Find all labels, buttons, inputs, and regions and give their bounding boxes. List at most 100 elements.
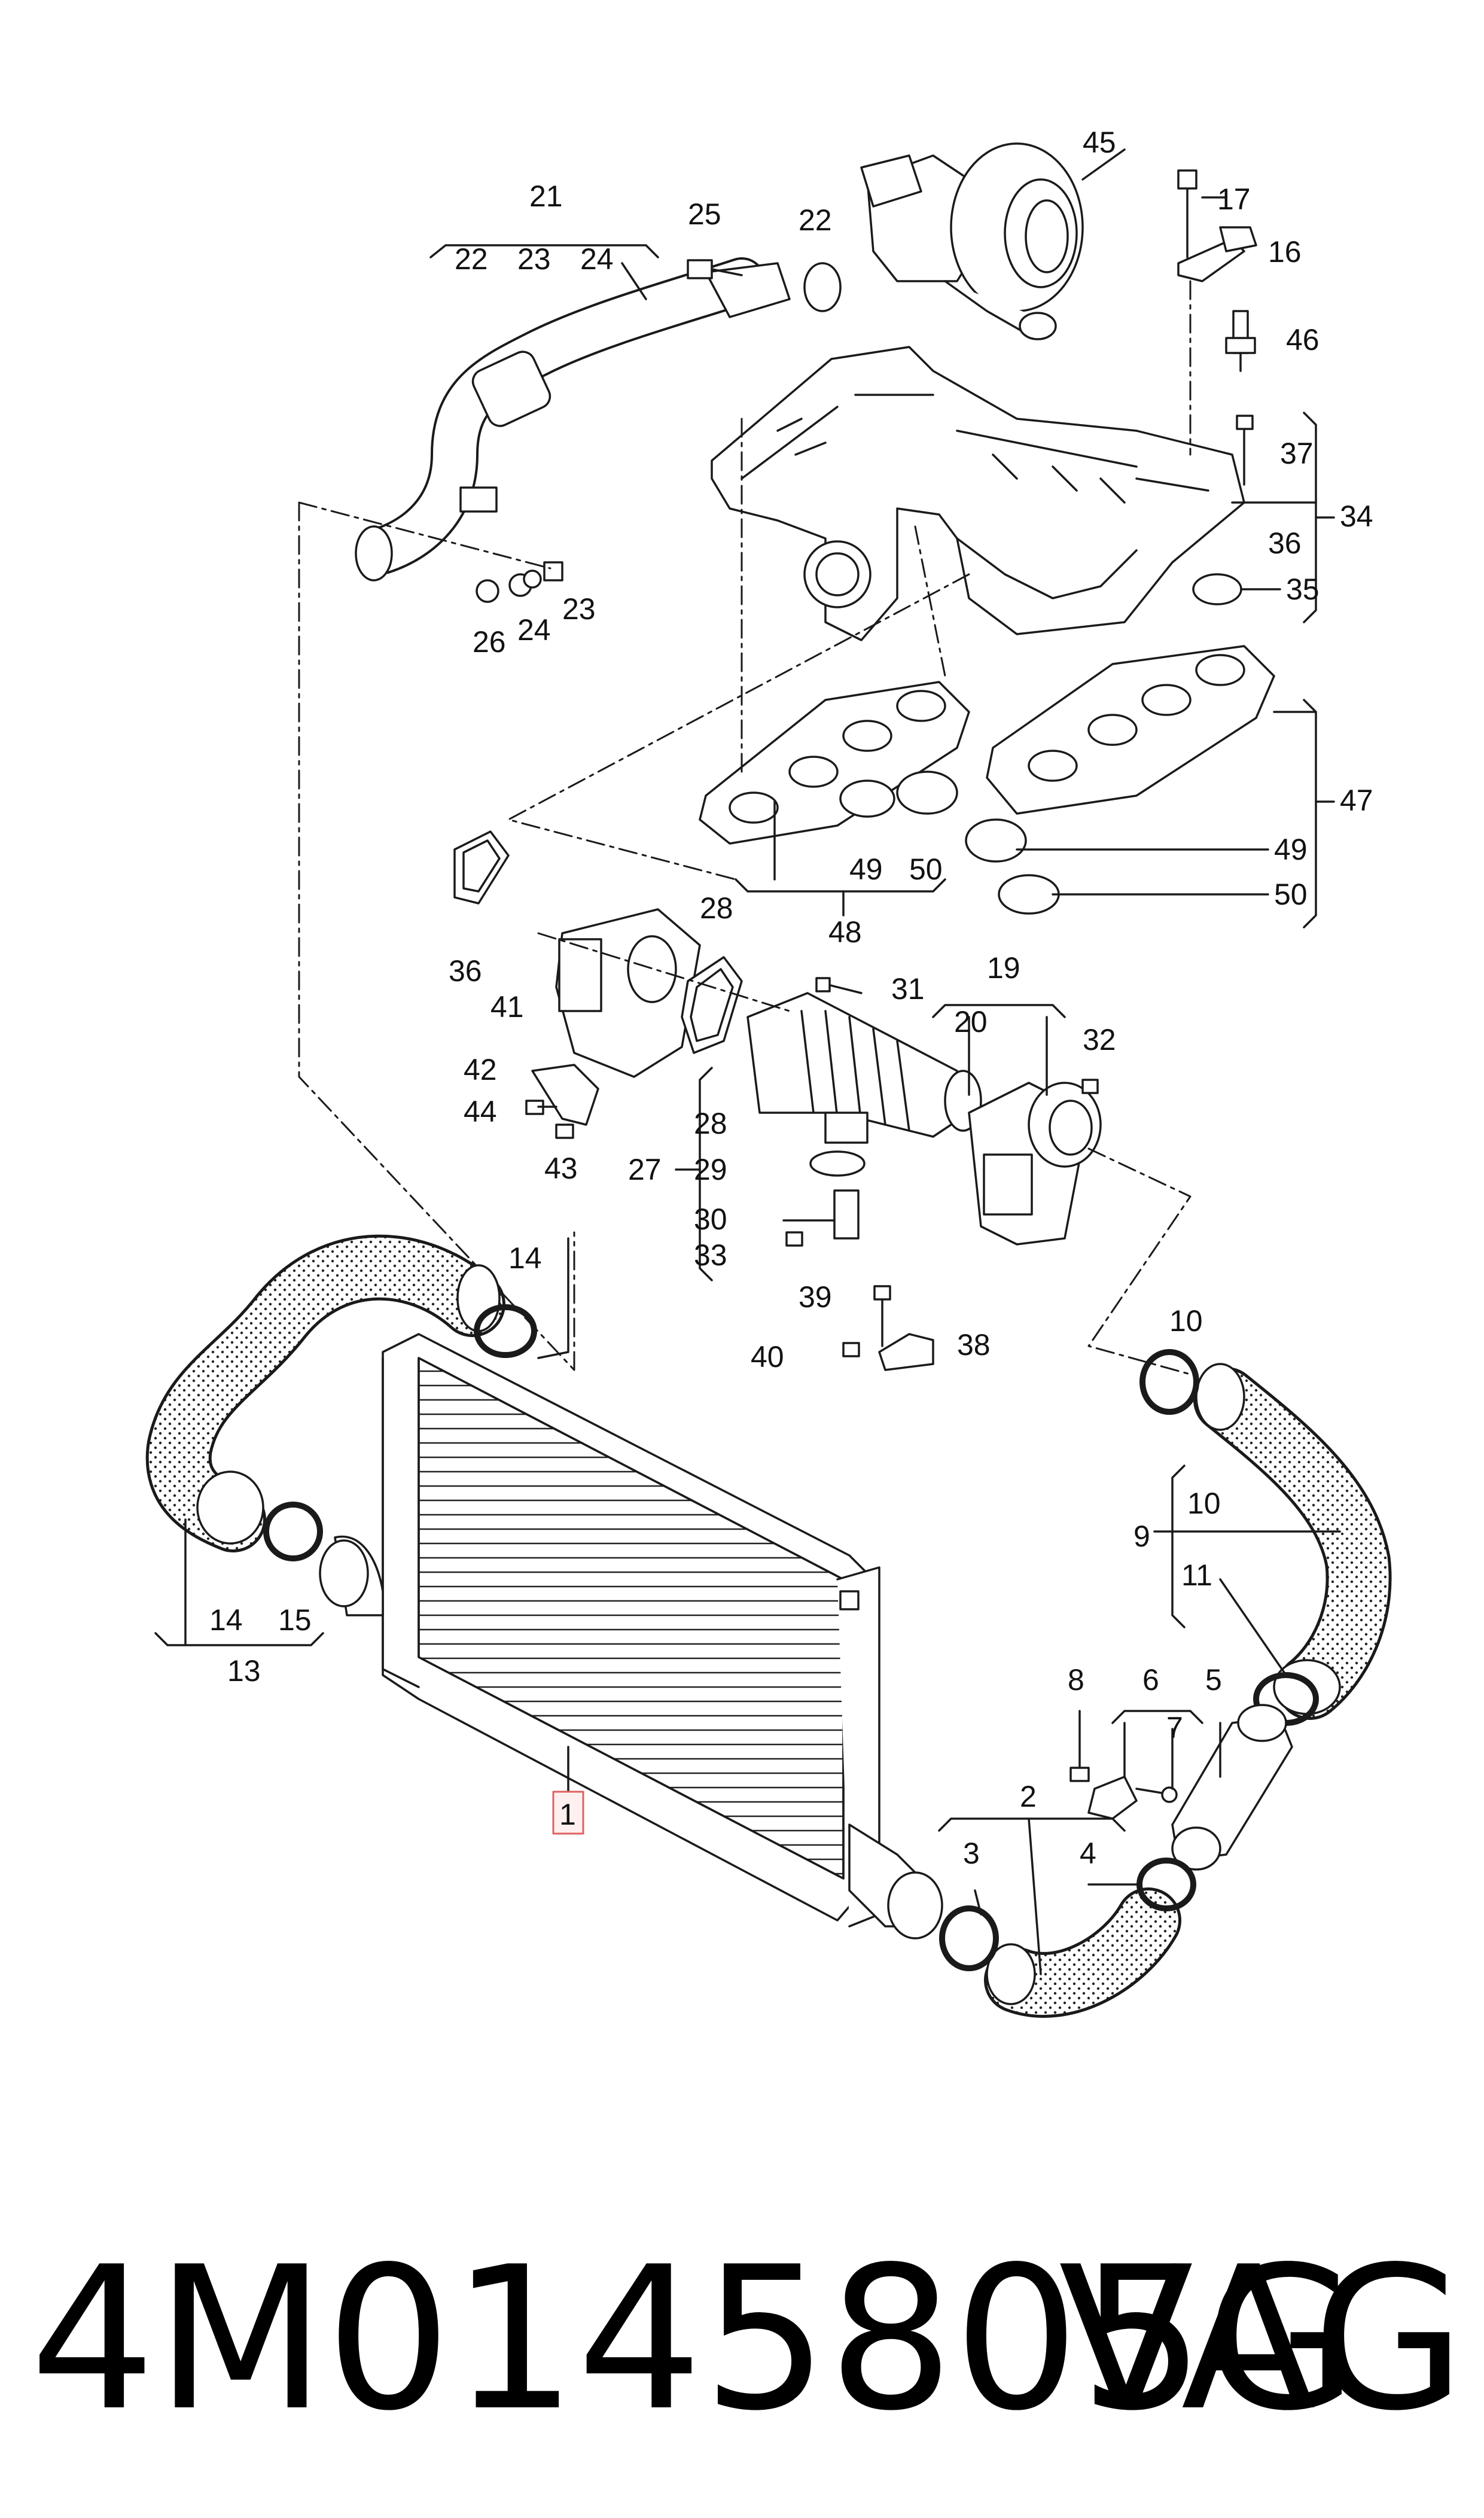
- callout-1: 1: [559, 1798, 576, 1831]
- callout-27: 27: [628, 1153, 662, 1186]
- seal-49-right: [965, 818, 1027, 863]
- manifold-gasket-47: [986, 645, 1275, 815]
- callout-32: 32: [1083, 1023, 1116, 1056]
- callout-2: 2: [1020, 1780, 1037, 1813]
- bolts-44-43: [525, 1100, 574, 1139]
- bolt-32: [1081, 1079, 1099, 1094]
- callout-8: 8: [1068, 1663, 1084, 1697]
- bolt-40: [842, 1342, 860, 1357]
- callout-43: 43: [544, 1152, 578, 1185]
- callout-13: 13: [227, 1654, 261, 1688]
- throttle-housing-41: [555, 908, 701, 1078]
- callout-25: 25: [688, 197, 721, 231]
- bolt-39: [873, 1285, 891, 1347]
- callout-7: 7: [1166, 1711, 1183, 1744]
- callout-24: 24: [517, 613, 551, 647]
- callout-50-left: 50: [909, 852, 943, 886]
- callout-10-top: 10: [1169, 1304, 1203, 1338]
- upper-charge-hose: [355, 257, 791, 581]
- seal-35: [1192, 573, 1242, 605]
- callout-22-group: 22: [455, 242, 488, 276]
- sensor-30: [782, 1189, 860, 1240]
- charge-hose-2: [984, 1887, 1181, 2018]
- callout-38: 38: [957, 1328, 991, 1362]
- gasket-36: [453, 830, 510, 905]
- part-number-text: 4M0145805G: [30, 2224, 1358, 2454]
- callout-33: 33: [694, 1238, 727, 1272]
- gasket-22: [803, 262, 842, 312]
- seal-50-right: [998, 874, 1060, 915]
- bracket-42: [531, 1064, 599, 1126]
- clamp-10-upper: [1139, 1349, 1199, 1415]
- callout-23-group: 23: [517, 242, 551, 276]
- callout-48: 48: [828, 915, 862, 949]
- throttle-valve-19: [968, 1082, 1102, 1246]
- callout-35: 35: [1286, 573, 1320, 606]
- callout-28-top: 28: [700, 891, 733, 925]
- callout-20: 20: [954, 1005, 988, 1039]
- callout-6: 6: [1142, 1663, 1159, 1697]
- bolt-25: [687, 259, 743, 279]
- bracket-38: [878, 1333, 934, 1371]
- bolt-33: [785, 1231, 803, 1247]
- clamp-14-upper: [474, 1304, 537, 1358]
- callout-22: 22: [799, 203, 832, 237]
- callout-42: 42: [464, 1053, 497, 1086]
- callout-39: 39: [799, 1280, 832, 1314]
- callout-45: 45: [1083, 126, 1116, 159]
- turbocharger: [860, 142, 1126, 340]
- bolt-31: [815, 977, 863, 994]
- callout-21: 21: [529, 179, 563, 213]
- clamp-3: [939, 1905, 999, 1971]
- bolt-8: [1069, 1710, 1090, 1782]
- callout-14-top: 14: [508, 1241, 542, 1275]
- seal-29: [809, 1150, 866, 1177]
- callout-19: 19: [987, 951, 1020, 985]
- bracket-16-bolt-17: [1177, 169, 1257, 282]
- sensor-6: [1087, 1776, 1178, 1820]
- manifold-gasket-48: [699, 681, 970, 845]
- callout-49-right: 49: [1274, 833, 1308, 866]
- callout-24-group: 24: [580, 242, 614, 276]
- callout-31: 31: [891, 972, 925, 1006]
- callout-11: 11: [1181, 1558, 1212, 1592]
- callout-40: 40: [751, 1340, 784, 1374]
- pipe-5: [1171, 1704, 1293, 1871]
- callout-46: 46: [1286, 323, 1320, 357]
- bolt-37: [1236, 415, 1254, 486]
- part-number-caption: 4M0145805G VAG: [30, 2213, 1465, 2465]
- callout-28: 28: [694, 1107, 727, 1140]
- exploded-parts-diagram: 45 17 16 46 37 36 34 35 47 49 50 49 50 4…: [145, 126, 1392, 2018]
- brand-text: VAG: [1058, 2224, 1465, 2454]
- callout-44: 44: [464, 1095, 497, 1128]
- bolts-26-24-23: [476, 561, 563, 603]
- callout-14: 14: [209, 1603, 243, 1637]
- sensor-46: [1225, 310, 1256, 372]
- callout-34: 34: [1340, 500, 1373, 533]
- intake-pipe-27: [746, 992, 970, 1144]
- seal-49-left: [839, 780, 895, 818]
- clamp-4: [1136, 1858, 1196, 1911]
- callout-49-left: 49: [849, 852, 883, 886]
- intake-manifold: [711, 346, 1245, 641]
- callout-1-highlight: [552, 1791, 584, 1835]
- callout-36: 36: [449, 954, 482, 988]
- callout-9: 9: [1133, 1520, 1150, 1553]
- callout-17: 17: [1217, 182, 1251, 216]
- callout-50-right: 50: [1274, 878, 1308, 911]
- callout-29: 29: [694, 1153, 727, 1186]
- callout-26: 26: [473, 625, 506, 659]
- seal-50-left: [896, 771, 958, 815]
- callout-16: 16: [1268, 235, 1302, 269]
- callout-47: 47: [1340, 784, 1373, 817]
- callout-23: 23: [562, 592, 596, 626]
- callout-36-manifold: 36: [1268, 526, 1302, 560]
- callout-15: 15: [278, 1603, 312, 1637]
- callout-41: 41: [490, 990, 524, 1024]
- clamp-15: [263, 1502, 323, 1561]
- callout-30: 30: [694, 1202, 727, 1236]
- callout-10: 10: [1187, 1487, 1221, 1520]
- callout-4: 4: [1080, 1837, 1096, 1870]
- callout-37: 37: [1280, 437, 1314, 470]
- callout-5: 5: [1205, 1663, 1222, 1697]
